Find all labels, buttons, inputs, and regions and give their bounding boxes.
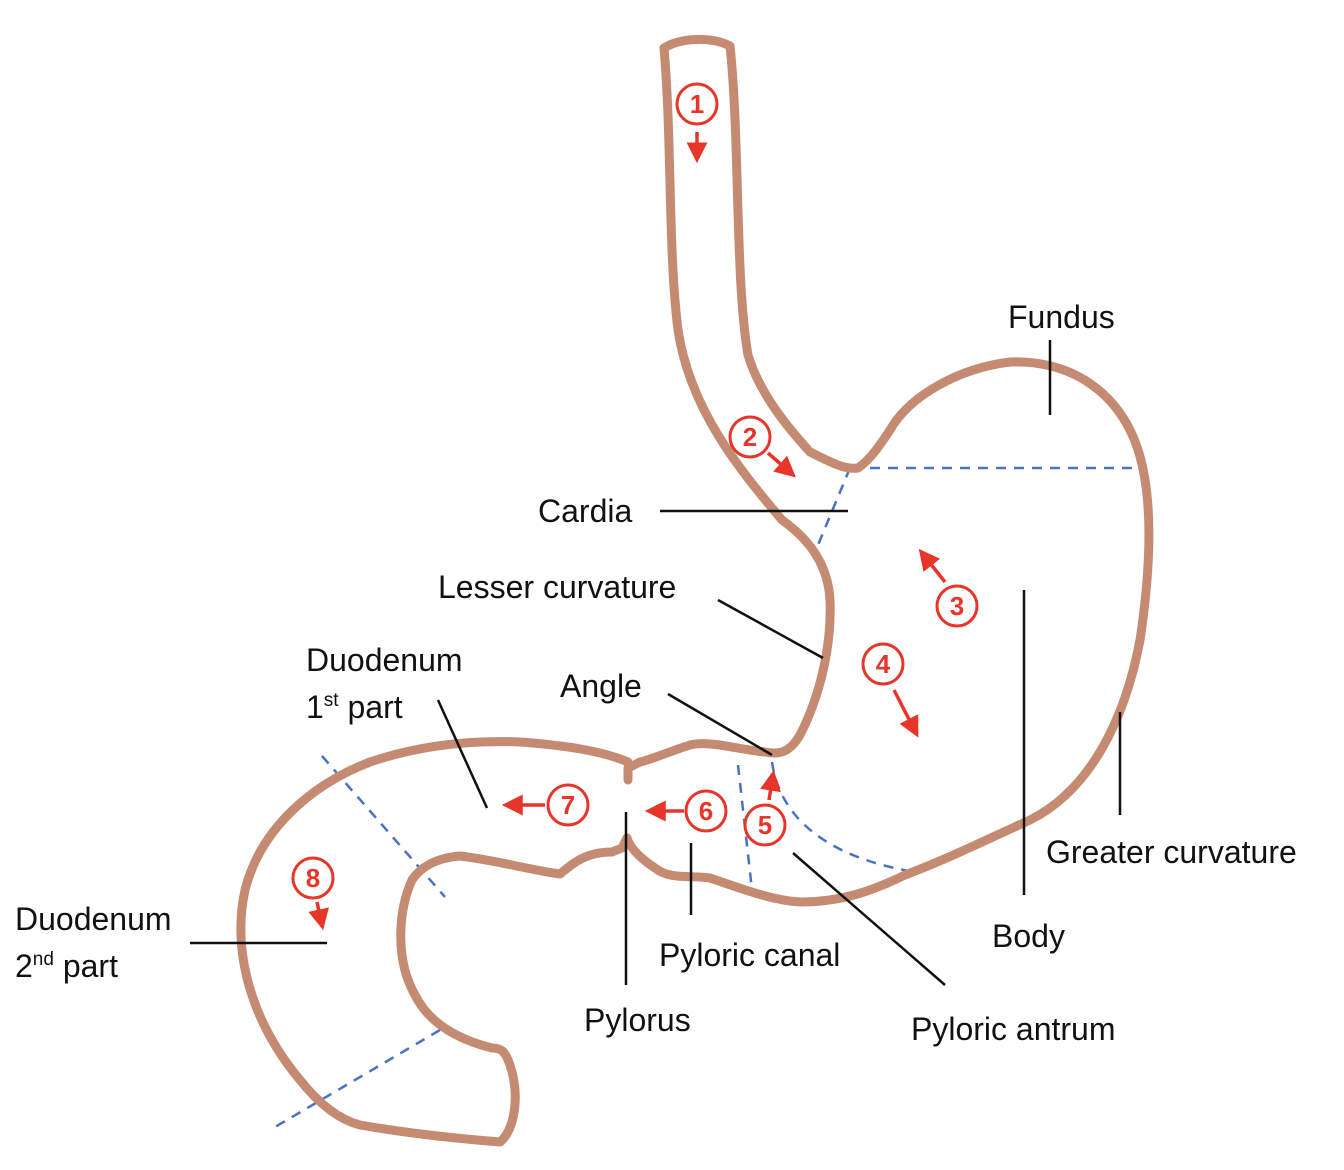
numbered-markers: 1 2 3 4 5 6 7 8 [291, 82, 979, 931]
cardia-divider [816, 467, 852, 546]
circled-number-icon [291, 856, 335, 900]
duodenum-1-leader [436, 699, 489, 809]
label-cardia: Cardia [538, 493, 632, 529]
duodenum-1-part: part [339, 689, 403, 725]
arrow-icon [766, 451, 796, 478]
marker-4: 4 [861, 642, 919, 738]
label-duodenum-1-line2: 1st part [306, 689, 403, 725]
circled-number-icon [935, 584, 979, 628]
circled-number-icon [728, 415, 772, 459]
marker-number: 8 [306, 863, 320, 893]
label-duodenum-2-line2: 2nd part [15, 948, 118, 984]
duodenum-1-number: 1 [306, 689, 324, 725]
marker-number: 1 [690, 89, 704, 119]
label-duodenum-2-line1: Duodenum [15, 901, 172, 937]
label-duodenum-1-line1: Duodenum [306, 642, 463, 678]
text-labels: Fundus Cardia Lesser curvature Angle Duo… [15, 299, 1297, 1047]
marker-2: 2 [728, 415, 796, 478]
organ-outline [236, 34, 1154, 1147]
marker-number: 3 [950, 591, 964, 621]
duodenum-1-divider [321, 755, 446, 898]
marker-number: 7 [561, 790, 575, 820]
duodenum-outer-wall [236, 737, 633, 1147]
marker-1: 1 [675, 82, 719, 164]
label-lesser-curvature: Lesser curvature [438, 569, 676, 605]
duodenum-2-superscript: nd [33, 949, 54, 970]
label-angle: Angle [560, 668, 642, 704]
esophagus-left-wall [622, 34, 1154, 907]
pylorus-notch-top [623, 757, 645, 785]
arrow-icon [892, 689, 919, 738]
arrow-icon [760, 769, 781, 801]
marker-number: 5 [758, 810, 772, 840]
circled-number-icon [675, 82, 719, 126]
marker-7: 7 [501, 783, 590, 827]
label-pyloric-canal: Pyloric canal [659, 937, 840, 973]
label-pyloric-antrum: Pyloric antrum [911, 1011, 1116, 1047]
marker-3: 3 [918, 548, 979, 628]
arrow-icon [918, 548, 947, 584]
circled-number-icon [743, 803, 787, 847]
circled-number-icon [546, 783, 590, 827]
leader-lines [190, 340, 1122, 986]
angle-leader [667, 692, 773, 757]
label-pylorus: Pylorus [584, 1002, 691, 1038]
duodenum-2-number: 2 [15, 948, 33, 984]
pyloric-antrum-leader [792, 852, 946, 986]
duodenum-1-superscript: st [324, 690, 340, 711]
lesser-curvature-leader [717, 598, 824, 660]
circled-number-icon [861, 642, 905, 686]
circled-number-icon [684, 789, 728, 833]
label-fundus: Fundus [1008, 299, 1115, 335]
marker-8: 8 [291, 856, 335, 931]
marker-number: 2 [743, 422, 757, 452]
duodenum-2-divider [269, 1028, 441, 1132]
marker-6: 6 [644, 789, 728, 833]
marker-5: 5 [743, 769, 787, 847]
duodenum-2-part: part [54, 948, 118, 984]
marker-number: 4 [876, 649, 891, 679]
arrow-icon [308, 901, 329, 931]
label-greater-curvature: Greater curvature [1046, 834, 1297, 870]
antrum-divider [770, 761, 916, 874]
esophagus-right-wall [635, 43, 835, 767]
marker-number: 6 [699, 796, 713, 826]
label-body: Body [992, 918, 1065, 954]
